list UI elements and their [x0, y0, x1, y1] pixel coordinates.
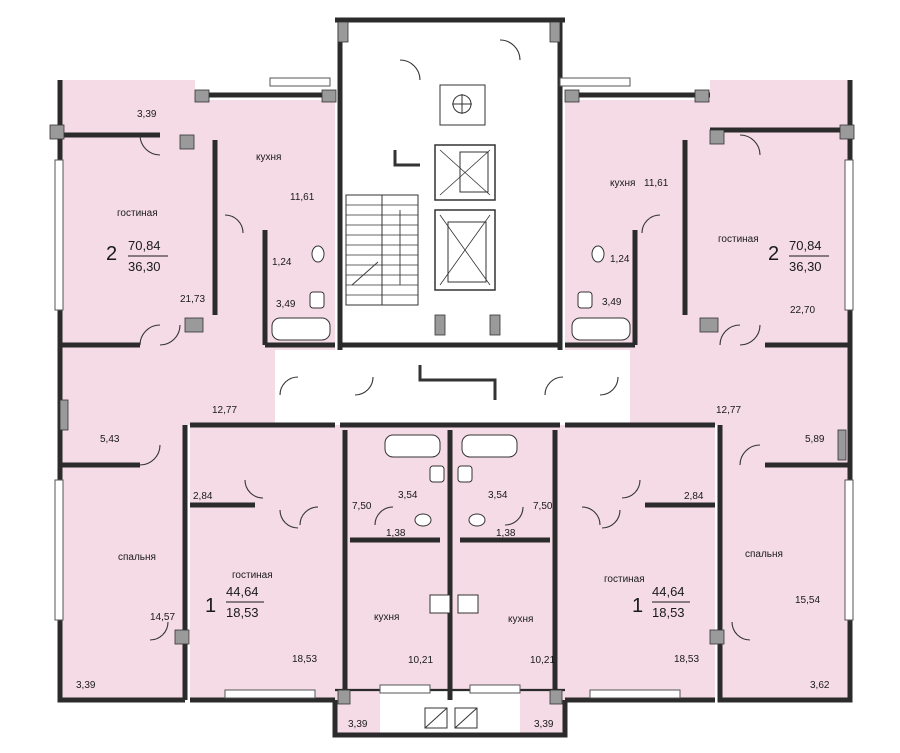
corridor-area: 5,43 [100, 434, 120, 445]
kitchen-label: кухня [508, 614, 533, 625]
toilet-icon [591, 245, 605, 263]
stove-icon [429, 594, 451, 614]
apartment-bottom-left-labels: 2,84 7,50 3,54 1,38 гостиная 1 44,64 18,… [193, 490, 433, 730]
living-area: 18,53 [652, 605, 685, 620]
total-area: 44,64 [226, 584, 259, 599]
kitchen-area: 11,61 [644, 178, 669, 189]
living-area: 18,53 [226, 605, 259, 620]
balcony-area-bottom: 3,39 [76, 680, 96, 691]
total-area: 70,84 [128, 238, 161, 253]
living-room-area: 18,53 [674, 654, 699, 665]
ventilation-fan-icon [439, 84, 486, 126]
bedroom-area: 14,57 [150, 612, 175, 623]
toilet-icon [311, 245, 325, 263]
kitchen-area: 10,21 [530, 655, 555, 666]
bath-area: 3,54 [488, 490, 508, 501]
hall-area: 12,77 [212, 405, 237, 416]
wc-area: 1,38 [386, 528, 406, 539]
bathtub-icon [571, 317, 631, 341]
living-area: 36,30 [128, 259, 161, 274]
kitchen-label: кухня [610, 178, 635, 189]
sink-icon [457, 465, 473, 483]
bath-area: 3,49 [276, 299, 296, 310]
bedroom-label: спальня [118, 552, 156, 563]
kitchen-area: 11,61 [290, 192, 315, 203]
bathtub-icon [271, 317, 331, 341]
living-room-area: 18,53 [292, 654, 317, 665]
living-area: 36,30 [789, 259, 822, 274]
living-room-label: гостиная [232, 570, 273, 581]
sink-icon [309, 291, 325, 309]
closet-area: 2,84 [193, 491, 213, 502]
balcony-area: 3,39 [137, 109, 157, 120]
total-area: 44,64 [652, 584, 685, 599]
bathtub-icon [384, 434, 441, 458]
apartment-top-left-labels: 3,39 кухня 11,61 гостиная 2 70,84 36,30 … [76, 109, 315, 691]
apartment-top-right-labels: кухня 11,61 гостиная 2 70,84 36,30 22,70… [602, 178, 830, 691]
balcony-area: 3,39 [534, 719, 554, 730]
balcony-area: 3,39 [348, 719, 368, 730]
hall-area: 12,77 [716, 405, 741, 416]
living-room-label: гостиная [604, 574, 645, 585]
common-core [275, 20, 630, 425]
sink-icon [429, 465, 445, 483]
sink-icon [577, 291, 593, 309]
hall-area: 7,50 [533, 501, 553, 512]
bathtub-icon [461, 434, 518, 458]
bedroom-label: спальня [745, 549, 783, 560]
balcony-top-left-fill [62, 85, 162, 135]
doors [139, 39, 761, 641]
walls [57, 17, 853, 738]
bath-area: 3,49 [602, 297, 622, 308]
windows [54, 77, 854, 699]
bath-area: 3,54 [398, 490, 418, 501]
elevator-shafts [434, 144, 501, 336]
apartment-bottom-right-labels: 3,54 7,50 2,84 1,38 гостиная 1 44,64 18,… [488, 490, 704, 730]
toilet-icon [468, 513, 486, 527]
kitchen-label: кухня [256, 152, 281, 163]
staircase [345, 194, 419, 306]
hall-area: 7,50 [352, 501, 372, 512]
balcony-bottom-right-fill [735, 640, 845, 700]
balcony-area: 3,62 [810, 680, 830, 691]
room-count: 1 [632, 595, 643, 617]
living-room-label: гостиная [718, 234, 759, 245]
toilet-icon [414, 513, 432, 527]
living-room-label: гостиная [117, 208, 158, 219]
sanitary-fixtures [271, 245, 631, 729]
balcony-bottom-left-fill [60, 640, 170, 700]
room-count: 2 [768, 243, 779, 265]
wc-area: 1,24 [610, 254, 630, 265]
closet-area: 2,84 [684, 491, 704, 502]
bedroom-area: 15,54 [795, 595, 820, 606]
living-room-area: 22,70 [790, 305, 815, 316]
structural-columns [49, 21, 855, 705]
living-room-area: 21,73 [180, 294, 205, 305]
total-area: 70,84 [789, 238, 822, 253]
kitchen-label: кухня [374, 612, 399, 623]
wc-area: 1,24 [272, 257, 292, 268]
kitchen-area: 10,21 [408, 655, 433, 666]
room-count: 2 [106, 243, 117, 265]
room-count: 1 [205, 595, 216, 617]
wc-area: 1,38 [496, 528, 516, 539]
stove-icon [457, 594, 479, 614]
corridor-area: 5,89 [805, 434, 825, 445]
